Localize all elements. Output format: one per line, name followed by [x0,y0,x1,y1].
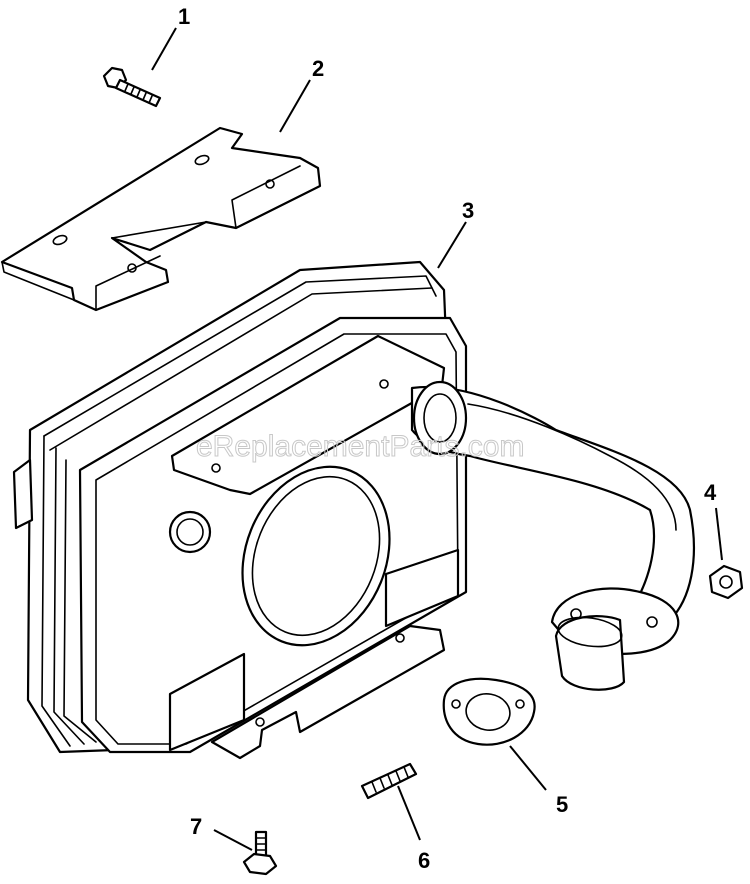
leader-line-7 [213,829,253,851]
bracket-icon[interactable] [0,126,322,312]
leader-line-5 [509,745,547,791]
callout-3[interactable]: 3 [462,198,474,223]
screw-icon[interactable] [242,830,278,876]
watermark: eReplacementParts.com [196,430,524,463]
leader-line-4 [715,507,723,561]
muffler-icon[interactable] [12,260,696,760]
gasket-icon[interactable] [442,677,536,746]
callout-5[interactable]: 5 [556,792,568,817]
callout-6[interactable]: 6 [418,848,430,873]
callout-2[interactable]: 2 [312,56,324,81]
stud-icon[interactable] [360,762,418,800]
leader-line-3 [437,221,467,269]
leader-line-2 [279,79,311,133]
leader-line-6 [397,785,421,841]
leader-line-1 [151,27,177,71]
nut-icon[interactable] [708,564,744,600]
callout-1[interactable]: 1 [178,4,190,29]
bolt-icon[interactable] [102,66,162,108]
callout-4[interactable]: 4 [704,480,717,505]
callout-7[interactable]: 7 [190,814,202,839]
